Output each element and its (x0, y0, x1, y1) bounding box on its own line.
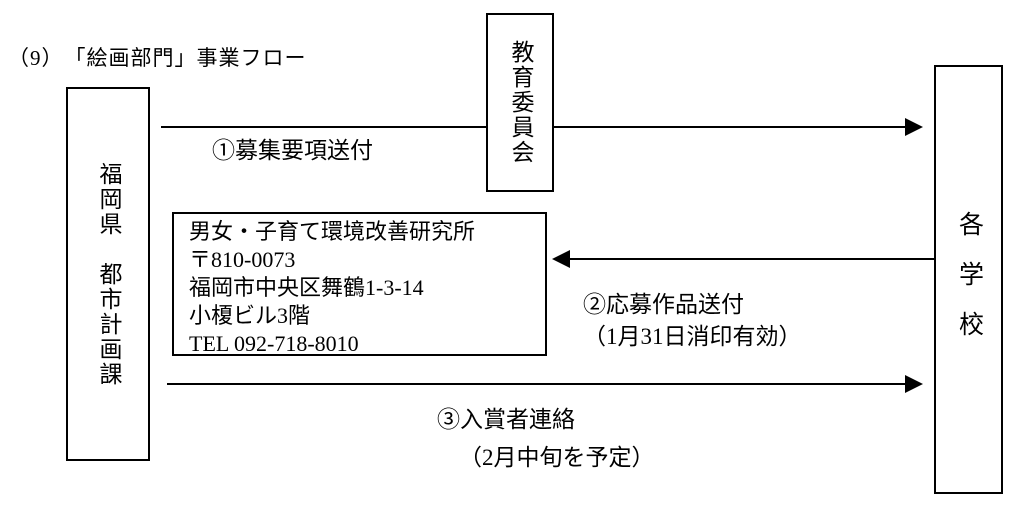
node-schools-label: 各学校 (955, 210, 983, 361)
node-board-label: 教育委員会 (508, 40, 533, 165)
institute-postal-code: 〒810-0073 (189, 247, 296, 272)
flow3-label-text: ③入賞者連絡 (437, 407, 575, 432)
node-prefecture-label: 福岡県 都市計画課 (96, 161, 121, 387)
flow3-label-note: （2月中旬を予定） (459, 445, 655, 470)
flow1-label: ①募集要項送付 (212, 138, 373, 163)
institute-building: 小榎ビル3階 (189, 303, 311, 328)
flow2-label-note: （1月31日消印有効） (583, 324, 802, 349)
arrowhead-right-icon (905, 118, 923, 136)
flow2-arrow-line (570, 258, 934, 260)
institute-phone: TEL 092-718-8010 (189, 331, 359, 356)
node-institute-address-box: 男女・子育て環境改善研究所 〒810-0073 福岡市中央区舞鶴1-3-14 小… (172, 212, 547, 356)
node-board-of-education: 教育委員会 (486, 13, 554, 192)
flow3-arrow-line (167, 383, 905, 385)
flow2-label: ②応募作品送付 （1月31日消印有効） (583, 289, 802, 353)
node-each-school: 各学校 (934, 65, 1003, 494)
institute-name: 男女・子育て環境改善研究所 (189, 219, 476, 244)
institute-address: 福岡市中央区舞鶴1-3-14 (189, 275, 424, 300)
page-title: （9） 「絵画部門」事業フロー (8, 46, 307, 70)
node-prefecture-urban-planning: 福岡県 都市計画課 (66, 87, 150, 461)
flow3-label: ③入賞者連絡 （2月中旬を予定） (437, 401, 655, 477)
arrowhead-right-icon (905, 375, 923, 393)
arrowhead-left-icon (552, 250, 570, 268)
flow2-label-text: ②応募作品送付 (583, 292, 744, 317)
